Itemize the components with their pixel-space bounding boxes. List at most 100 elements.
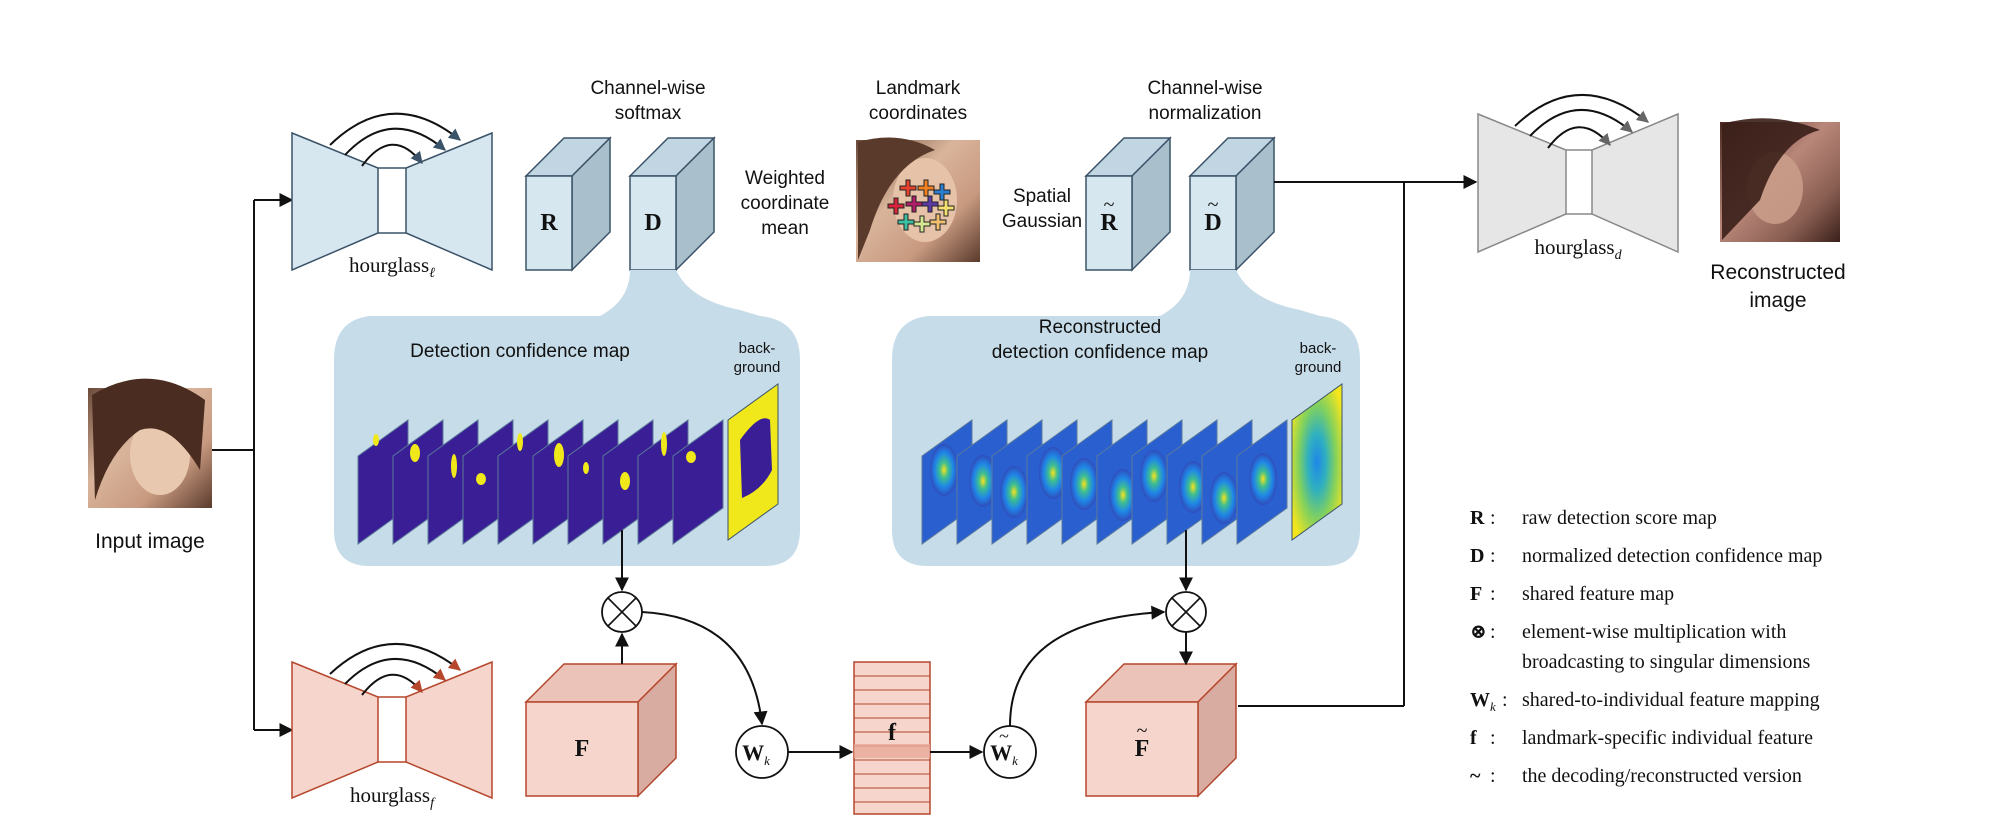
hourglass-d-subscript: d — [1615, 248, 1623, 263]
recon-slice — [1236, 419, 1288, 545]
reconstructed-image-label-1: Reconstructed — [1710, 261, 1845, 284]
channel-softmax-label-2: softmax — [615, 103, 682, 124]
legend-symbol: F — [1470, 583, 1482, 605]
landmark-coordinates-image — [856, 137, 980, 262]
hourglass-f-subscript: f — [430, 796, 436, 811]
landmark-coords-label-1: Landmark — [876, 78, 961, 99]
wk-subscript: k — [764, 753, 770, 768]
recon-background-slice — [1291, 383, 1343, 541]
legend-text: element-wise multiplication with — [1522, 621, 1786, 643]
f-cube: F — [524, 662, 678, 798]
legend-separator: : — [1490, 765, 1496, 787]
wk-tilde-subscript: k — [1012, 753, 1018, 768]
svg-text:hourglassd: hourglassd — [1534, 235, 1622, 263]
legend-separator: : — [1490, 621, 1496, 643]
legend-item: R: raw detection score map — [1470, 507, 1717, 529]
hourglass-f — [291, 643, 493, 800]
wk-label: W — [742, 740, 764, 765]
d-tilde-mark: ~ — [1208, 194, 1219, 216]
input-image-thumbnail — [88, 378, 212, 508]
detection-background-label-1: back- — [739, 340, 776, 357]
legend-text: normalized detection confidence map — [1522, 545, 1822, 567]
svg-text:hourglassf: hourglassf — [350, 783, 436, 811]
recon-background-label-1: back- — [1300, 340, 1337, 357]
legend-symbol: R — [1470, 507, 1485, 529]
detection-map-slices — [357, 419, 724, 545]
legend-symbol: ⊗ — [1470, 621, 1487, 643]
decoder-connectors — [1238, 175, 1478, 707]
legend-text: the decoding/reconstructed version — [1522, 765, 1802, 787]
svg-text:Wk: Wk — [742, 740, 770, 768]
legend-text-line2: broadcasting to singular dimensions — [1522, 651, 1811, 673]
channel-norm-label-1: Channel-wise — [1147, 78, 1262, 99]
hourglass-d-label: hourglass — [1534, 235, 1614, 259]
f-vector: f — [853, 661, 931, 815]
recon-background-label-2: ground — [1295, 359, 1342, 376]
d-tilde-label: D — [1204, 210, 1221, 236]
detection-map-title: Detection confidence map — [410, 341, 630, 362]
detection-background-label-2: ground — [734, 359, 781, 376]
input-connectors — [212, 193, 294, 737]
r-label: R — [540, 210, 558, 236]
legend-item: D: normalized detection confidence map — [1470, 545, 1822, 567]
weighted-mean-label-1: Weighted — [745, 168, 825, 189]
wk-tilde-mark: ~ — [999, 726, 1009, 746]
input-image-label: Input image — [95, 530, 205, 553]
weighted-mean-label-2: coordinate — [741, 193, 830, 214]
wk-tilde-to-multiply-arrow — [1009, 605, 1166, 727]
multiply-node-right — [1165, 591, 1207, 633]
legend-symbol-subscript: k — [1490, 699, 1496, 714]
wk-tilde-label: W — [990, 740, 1012, 765]
legend-separator: : — [1502, 689, 1508, 711]
legend-symbol: Wk — [1470, 689, 1496, 714]
r-tilde-mark: ~ — [1104, 194, 1115, 216]
landmark-markers — [887, 179, 955, 233]
svg-text:hourglassℓ: hourglassℓ — [349, 253, 435, 281]
legend-item: F: shared feature map — [1470, 583, 1674, 605]
hourglass-f-label: hourglass — [350, 783, 430, 807]
recon-map-title-2: detection confidence map — [992, 342, 1209, 363]
svg-text:Wk: Wk — [990, 740, 1018, 768]
spatial-gaussian-label-1: Spatial — [1013, 186, 1071, 207]
legend-text: shared feature map — [1522, 583, 1674, 605]
detection-background-slice — [727, 383, 779, 541]
legend-item: Wk: shared-to-individual feature mapping — [1470, 689, 1820, 714]
f-vector-label: f — [888, 720, 897, 746]
legend-separator: : — [1490, 583, 1496, 605]
r-tilde-label: R — [1100, 210, 1118, 236]
hourglass-l — [291, 112, 493, 272]
reconstructed-image-label-2: image — [1749, 289, 1806, 312]
legend-text: shared-to-individual feature mapping — [1522, 689, 1820, 711]
d-box-top: D — [628, 136, 716, 272]
multiply-node-left — [601, 591, 643, 633]
legend-item: ~:the decoding/reconstructed version — [1470, 765, 1802, 787]
f-tilde-cube: F ~ — [1084, 662, 1238, 798]
r-tilde-box: R ~ — [1084, 136, 1172, 272]
recon-map-title-1: Reconstructed — [1039, 317, 1162, 338]
multiply-to-wk-arrow — [641, 611, 768, 726]
detection-slice — [672, 419, 724, 545]
legend-separator: : — [1490, 545, 1496, 567]
legend-item: ⊗: element-wise multiplication with broadc… — [1470, 621, 1811, 673]
legend-item: f:landmark-specific individual feature — [1470, 727, 1813, 749]
weighted-mean-label-3: mean — [761, 218, 809, 239]
legend-separator: : — [1490, 507, 1496, 529]
f-cube-label: F — [575, 736, 590, 762]
wk-tilde-node: Wk ~ — [983, 725, 1037, 779]
hourglass-l-label: hourglass — [349, 253, 429, 277]
recon-map-slices — [921, 419, 1288, 545]
f-tilde-label: F — [1135, 736, 1150, 762]
legend-separator: : — [1490, 727, 1496, 749]
d-label: D — [644, 210, 661, 236]
legend-text: raw detection score map — [1522, 507, 1717, 529]
hourglass-d — [1477, 94, 1679, 254]
hourglass-l-subscript: ℓ — [429, 266, 435, 281]
d-tilde-box: D ~ — [1188, 136, 1276, 272]
legend-text: landmark-specific individual feature — [1522, 727, 1813, 749]
f-tilde-mark: ~ — [1137, 720, 1148, 742]
wk-node: Wk — [735, 725, 789, 779]
legend-symbol: D — [1470, 545, 1484, 567]
spatial-gaussian-label-2: Gaussian — [1002, 211, 1082, 232]
